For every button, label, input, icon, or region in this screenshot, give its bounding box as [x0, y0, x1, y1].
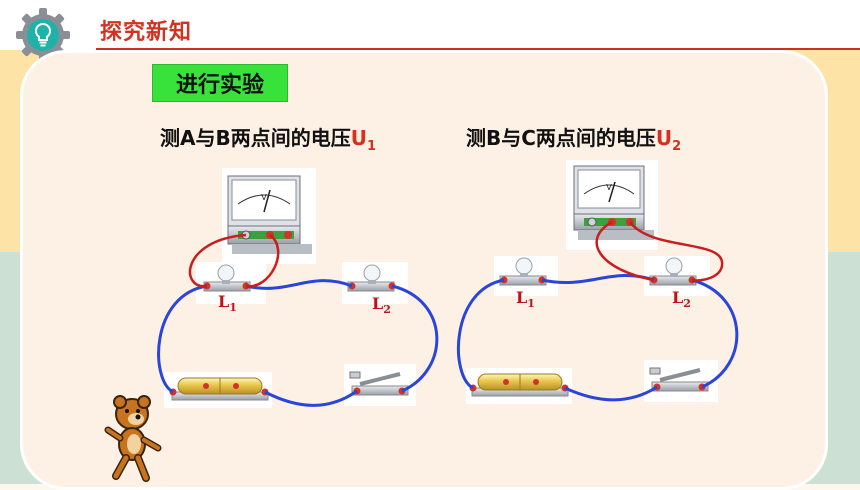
- lamp-left-l2: [342, 262, 408, 304]
- voltmeter-right: [566, 160, 658, 250]
- caption-left-sub: 1: [366, 139, 377, 154]
- lamp-left-l1: [196, 262, 266, 304]
- voltmeter-left: [222, 168, 316, 264]
- lamp-label-left-l1: L1: [218, 292, 237, 314]
- voltmeter-left-unit: V: [261, 193, 267, 202]
- caption-right: 测B与C两点间的电压U2: [466, 122, 681, 154]
- lamp-right-l2: [644, 256, 710, 296]
- lamp-sub: 1: [527, 297, 535, 311]
- lamp-sub: 2: [383, 303, 391, 317]
- battery-right: [466, 368, 572, 404]
- lamp-right-l1: [494, 256, 558, 296]
- circuit-left: [157, 168, 439, 408]
- section-tag: 进行实验: [152, 64, 288, 102]
- switch-left: [344, 364, 416, 406]
- caption-right-var: U: [655, 126, 673, 150]
- lamp-letter: L: [672, 288, 684, 307]
- lamp-sub: 1: [229, 301, 237, 315]
- cartoon-bear-mascot: [104, 395, 162, 482]
- header-band: [0, 0, 860, 50]
- caption-right-sub: 2: [672, 139, 682, 154]
- caption-left-var: U: [350, 126, 367, 150]
- caption-left-text: 测A与B两点间的电压: [160, 126, 351, 150]
- voltmeter-right-unit: V: [606, 183, 612, 192]
- caption-right-text: 测B与C两点间的电压: [466, 126, 656, 150]
- battery-left: [164, 372, 272, 408]
- header-title: 探究新知: [100, 20, 193, 45]
- switch-right: [644, 360, 718, 402]
- lamp-letter: L: [218, 292, 230, 311]
- circuit-right: [456, 160, 739, 404]
- header-rule: [96, 48, 860, 50]
- lamp-letter: L: [516, 288, 528, 307]
- lamp-label-right-l1: L1: [516, 288, 535, 310]
- caption-left: 测A与B两点间的电压U1: [160, 122, 376, 154]
- lamp-letter: L: [372, 294, 384, 313]
- lamp-sub: 2: [683, 297, 691, 311]
- lamp-label-left-l2: L2: [372, 294, 391, 316]
- lamp-label-right-l2: L2: [672, 288, 691, 310]
